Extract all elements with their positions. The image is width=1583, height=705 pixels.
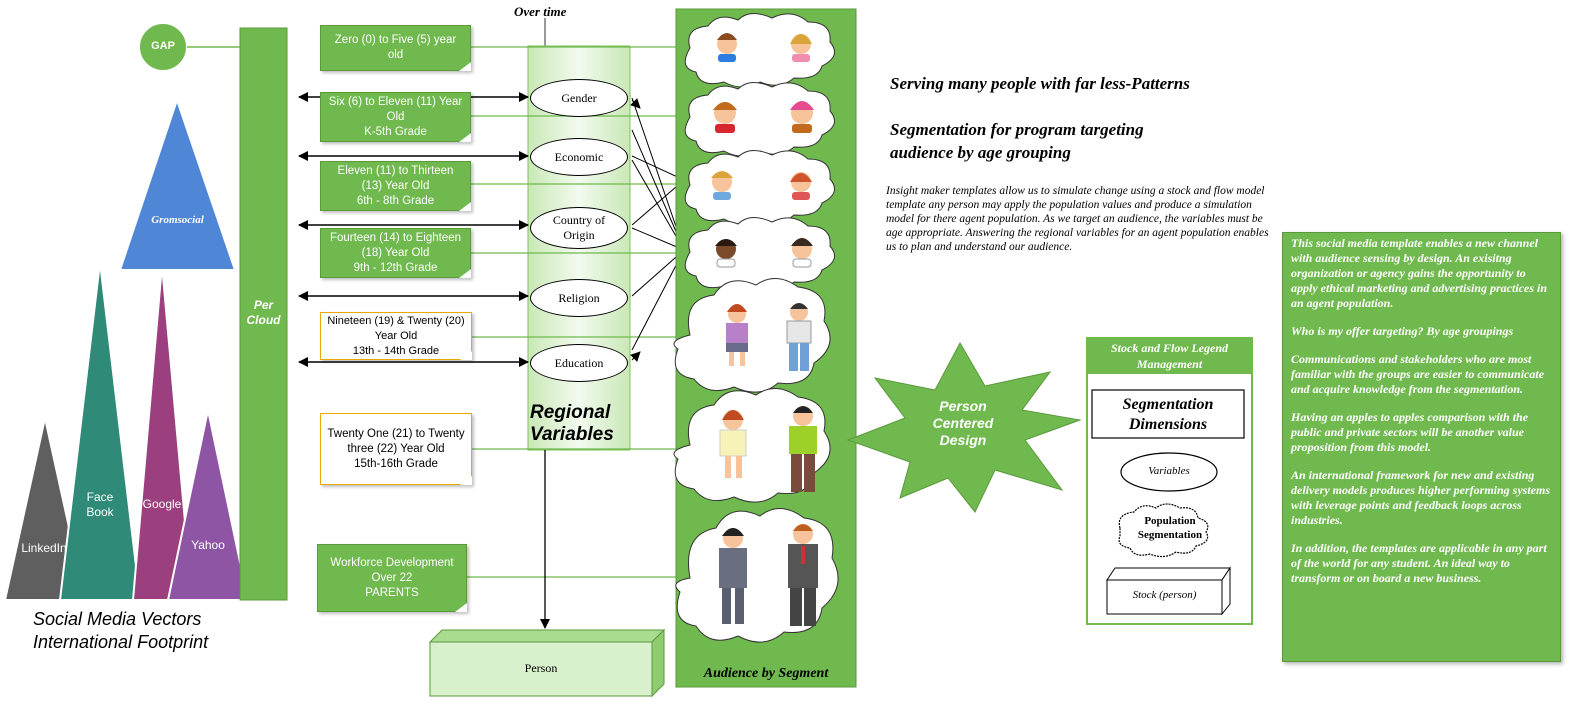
variable-oval-education: Education: [530, 344, 628, 382]
legend-segmentation-dimensions: Segmentation Dimensions: [1122, 396, 1214, 433]
title-line-1: Serving many people with far less-Patter…: [890, 74, 1190, 93]
yahoo-triangle: [166, 409, 250, 601]
variable-oval-gender: Gender: [530, 79, 628, 117]
regional-variables-title: Regional Variables: [530, 402, 614, 445]
per-cloud-label: Per Cloud: [246, 298, 281, 327]
age-group-note: Fourteen (14) to Eighteen (18) Year Old …: [320, 228, 471, 278]
title-line-3: audience by age grouping: [890, 143, 1071, 162]
cloud-3: [684, 150, 835, 225]
over-time-label: Over time: [514, 4, 567, 19]
person-box-label: Person: [524, 661, 558, 675]
starburst-label: Person Centered Design: [932, 398, 994, 448]
gap-label: GAP: [151, 40, 175, 52]
side-paragraph: This social media template enables a new…: [1291, 236, 1547, 310]
linkedin-label: LinkedIn: [21, 541, 67, 555]
variable-oval-religion: Religion: [530, 279, 628, 317]
cloud-2: [684, 82, 835, 157]
side-info-panel: This social media template enables a new…: [1282, 232, 1561, 662]
google-triangle: [131, 264, 194, 601]
intro-paragraph: Insight maker templates allow us to simu…: [886, 185, 1269, 253]
age-group-note: Workforce Development Over 22 PARENTS: [317, 544, 467, 612]
legend-title: Stock and Flow Legend Management: [1110, 341, 1228, 371]
age-group-note: Nineteen (19) & Twenty (20) Year Old 13t…: [320, 312, 472, 360]
google-label: Google: [142, 497, 182, 511]
yahoo-label: Yahoo: [191, 538, 225, 552]
age-group-note: Six (6) to Eleven (11) Year Old K-5th Gr…: [320, 92, 471, 142]
side-paragraph: In addition, the templates are applicabl…: [1291, 541, 1547, 585]
cloud-4: [684, 217, 835, 292]
side-paragraph: Who is my offer targeting? By age groupi…: [1291, 324, 1514, 338]
variable-oval-economic: Economic: [530, 138, 628, 176]
gromsocial-label: Gromsocial: [151, 214, 204, 226]
age-group-note: Zero (0) to Five (5) year old: [320, 25, 471, 71]
side-paragraph: An international framework for new and e…: [1291, 468, 1550, 527]
social-caption-line2: International Footprint: [33, 632, 209, 652]
people-figures: [711, 33, 818, 626]
side-paragraph: Having an apples to apples comparison wi…: [1291, 410, 1529, 454]
legend-variables: Variables: [1148, 465, 1190, 477]
age-group-note: Twenty One (21) to Twenty three (22) Yea…: [320, 413, 472, 485]
facebook-triangle: [58, 261, 142, 601]
title-line-2: Segmentation for program targeting: [890, 120, 1144, 139]
social-caption-line1: Social Media Vectors: [33, 609, 202, 629]
side-paragraph: Communications and stakeholders who are …: [1291, 352, 1545, 396]
age-group-note: Eleven (11) to Thirteen (13) Year Old 6t…: [320, 161, 471, 211]
person-stock-box: [428, 628, 666, 698]
gromsocial-triangle: [118, 96, 237, 271]
per-cloud-bar: [239, 27, 288, 601]
cloud-1: [684, 13, 835, 88]
audience-by-segment-label: Audience by Segment: [703, 666, 829, 681]
person-centered-starburst: [846, 341, 1082, 513]
variable-oval-country-of-origin: Country of Origin: [530, 207, 628, 249]
facebook-label: Face Book: [86, 490, 114, 519]
legend-population-segmentation: Population Segmentation: [1137, 515, 1203, 541]
legend-stock-person: Stock (person): [1132, 589, 1197, 601]
